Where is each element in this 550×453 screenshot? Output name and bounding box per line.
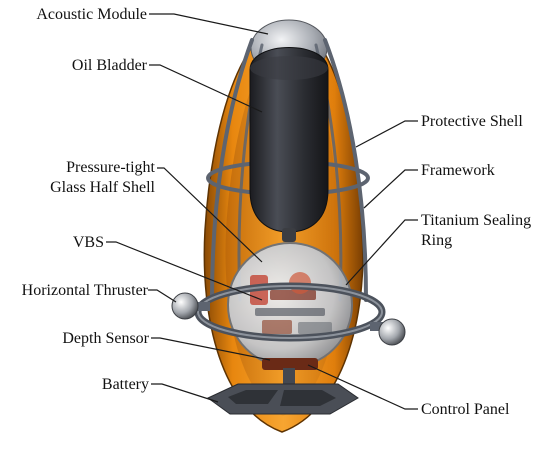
label-pressure-tight-line2: Glass Half Shell xyxy=(50,179,155,196)
leader-lines xyxy=(106,13,418,410)
label-control-panel: Control Panel xyxy=(421,401,510,418)
leader-titanium-ring xyxy=(345,219,418,286)
glass-half-shell xyxy=(227,242,353,368)
leader-horizontal-thruster xyxy=(148,289,177,303)
leader-glass-shell xyxy=(157,167,263,263)
label-titanium-line1: Titanium Sealing xyxy=(421,212,532,229)
leader-battery xyxy=(151,383,219,403)
label-oil-bladder: Oil Bladder xyxy=(71,57,147,74)
label-acoustic-module: Acoustic Module xyxy=(36,6,147,23)
label-battery: Battery xyxy=(101,376,149,393)
label-horizontal-thruster: Horizontal Thruster xyxy=(21,282,148,299)
label-vbs: VBS xyxy=(72,234,104,251)
label-framework: Framework xyxy=(421,162,495,179)
horizontal-thruster-right xyxy=(370,318,406,346)
leader-depth-sensor xyxy=(151,337,271,361)
oil-bladder xyxy=(249,47,329,242)
leader-framework xyxy=(363,169,418,209)
leader-acoustic-module xyxy=(149,13,269,35)
leader-vbs xyxy=(106,241,263,301)
depth-sensor xyxy=(262,358,318,386)
label-protective-shell: Protective Shell xyxy=(421,113,523,130)
leader-oil-bladder xyxy=(149,64,263,113)
battery xyxy=(207,383,359,415)
leader-control-panel xyxy=(307,364,418,410)
label-pressure-tight-line1: Pressure-tight xyxy=(66,159,155,176)
leader-protective-shell xyxy=(355,120,418,148)
label-depth-sensor: Depth Sensor xyxy=(62,330,149,347)
horizontal-thruster-left xyxy=(171,292,210,320)
label-titanium-line2: Ring xyxy=(421,232,453,249)
titanium-sealing-ring xyxy=(194,282,386,342)
